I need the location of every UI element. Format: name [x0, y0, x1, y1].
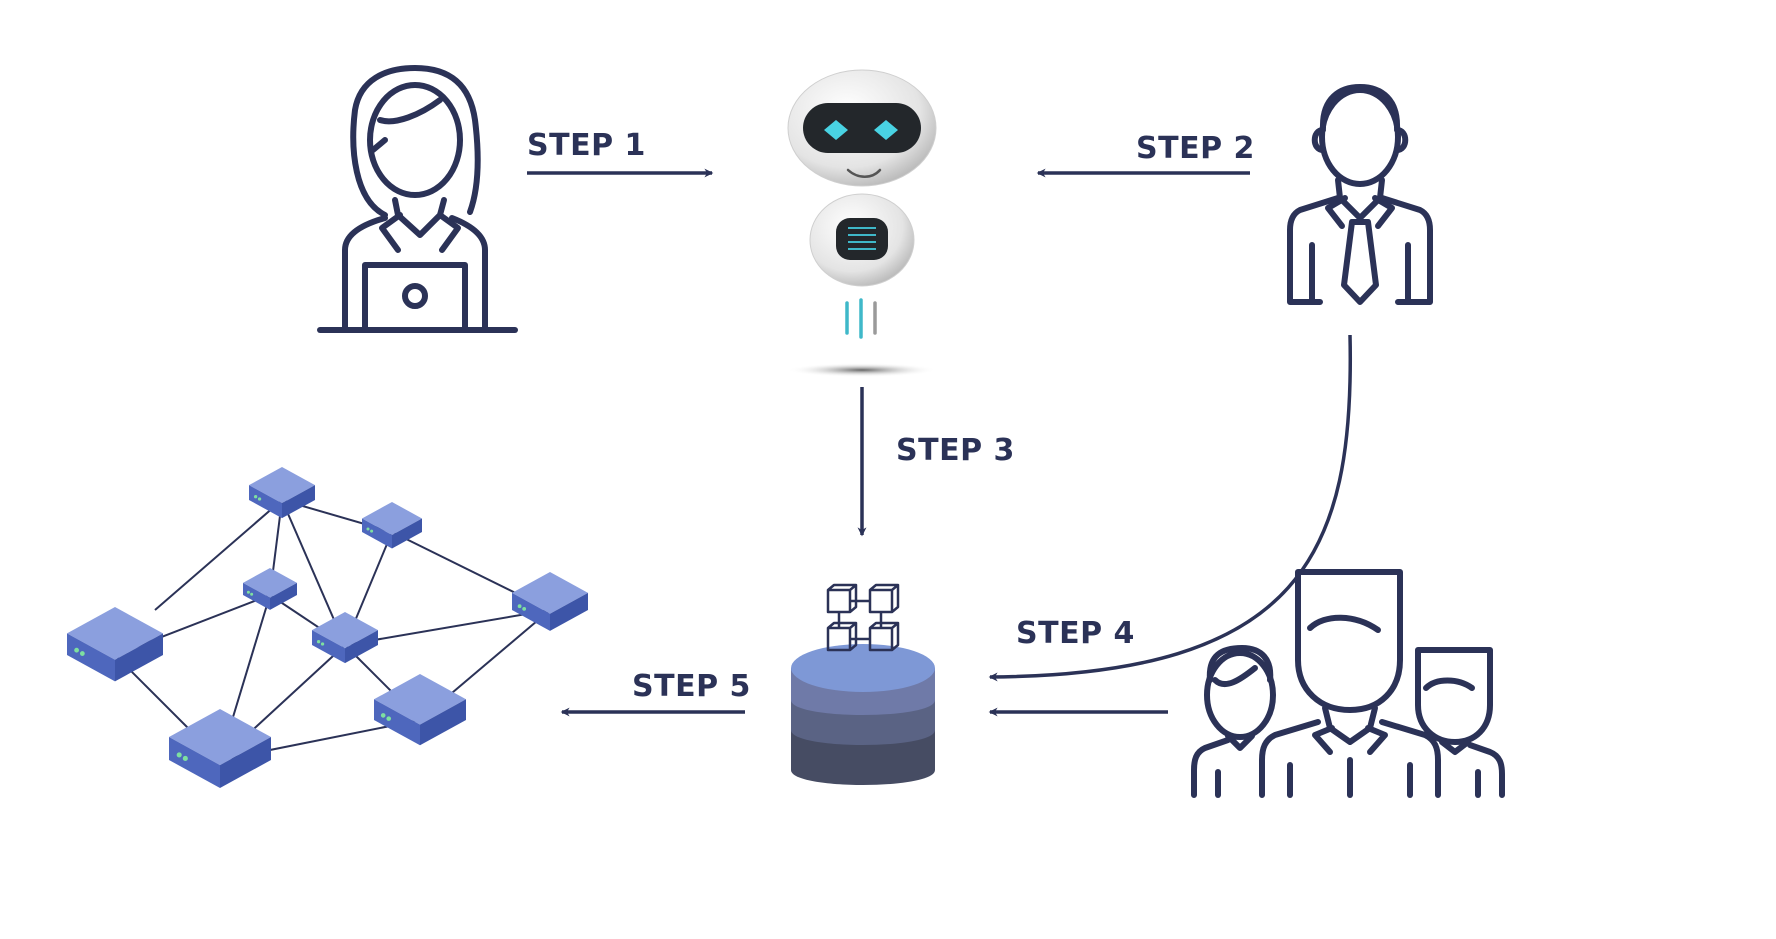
step3-label: STEP 3 [896, 433, 1015, 468]
woman-laptop-icon [317, 65, 518, 333]
flow-arrows [527, 168, 1353, 717]
step4-label: STEP 4 [1016, 616, 1135, 651]
network-node-2 [362, 502, 422, 549]
step2-label: STEP 2 [1136, 131, 1255, 166]
network-node-5 [512, 572, 588, 631]
node-network-icon [67, 467, 588, 789]
team-group-icon [1191, 569, 1505, 798]
step1-label: STEP 1 [527, 128, 646, 163]
network-node-3 [243, 568, 297, 610]
network-node-8 [169, 709, 271, 789]
robot-icon [787, 69, 937, 377]
arrow-step4-curve [988, 334, 1353, 682]
step5-label: STEP 5 [632, 669, 751, 704]
network-node-7 [374, 674, 466, 746]
network-node-1 [249, 467, 315, 519]
network-nodes [67, 467, 588, 789]
businessman-icon [1287, 84, 1433, 305]
blockchain-database-icon [791, 583, 935, 785]
network-node-6 [67, 607, 163, 682]
network-node-4 [312, 612, 378, 664]
